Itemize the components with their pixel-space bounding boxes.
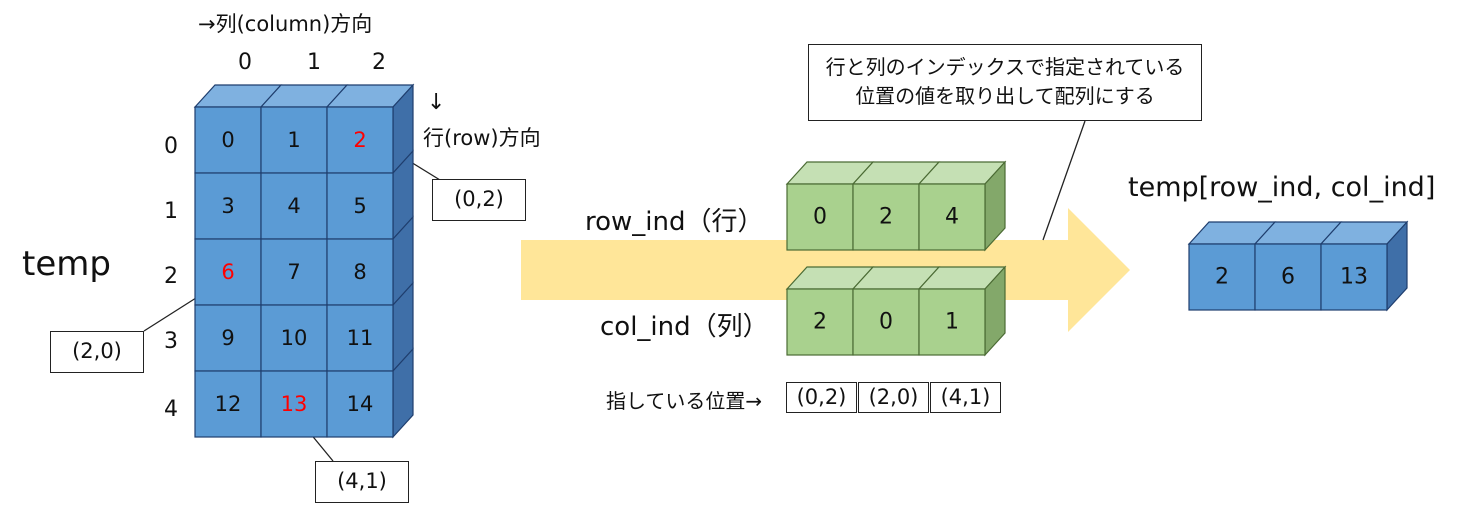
column-index-2: 2 [372,50,386,75]
row-index-2: 2 [164,264,178,289]
temp-row-1-value-1: 4 [287,194,300,218]
temp-row-1-cell-1 [260,172,328,240]
temp-row-4-value-0: 12 [215,392,242,416]
row-ind-value-0: 0 [813,205,827,230]
row-ind-label: row_ind（行） [585,207,764,237]
temp-row-1-value-2: 5 [353,194,366,218]
row-ind-cell-2 [918,183,986,251]
col-ind-label: col_ind（列） [600,312,769,342]
position-2-0: (2,0) [858,382,929,413]
explanation-note: 行と列のインデックスで指定されている 位置の値を取り出して配列にする [808,44,1202,121]
note-line-1: 行と列のインデックスで指定されている [825,55,1185,79]
column-index-0: 0 [238,50,252,75]
temp-row-4-cell-1 [260,370,328,438]
temp-row-1-value-0: 3 [221,194,234,218]
temp-row-0-cell-0 [194,106,262,174]
callout-0-2: (0,2) [432,179,526,221]
row-ind-value-2: 4 [945,205,959,230]
row-ind-cell-0 [786,183,854,251]
temp-row-4-cell-0 [194,370,262,438]
col-ind-cell-2 [918,288,986,356]
temp-row-0-value-1: 1 [287,128,300,152]
row-index-4: 4 [164,397,178,422]
temp-row-1-cell-0 [194,172,262,240]
callout-2-0: (2,0) [50,331,144,373]
row-index-1: 1 [164,199,178,224]
result-value-2: 13 [1340,265,1368,290]
temp-row-2-value-1: 7 [287,260,300,284]
result-value-1: 6 [1281,265,1295,290]
col-ind-value-1: 0 [879,310,893,335]
temp-row-1-cell-2 [326,172,394,240]
temp-row-3-value-1: 10 [281,326,308,350]
temp-row-3-cell-1 [260,304,328,372]
row-index-3: 3 [164,329,178,354]
temp-row-0-value-2: 2 [353,128,366,152]
callout-4-1: (4,1) [315,461,409,503]
col-ind-cell-0 [786,288,854,356]
row-index-0: 0 [164,134,178,159]
result-cell-0 [1188,243,1256,311]
temp-row-2-value-0: 6 [221,260,234,284]
temp-row-4-value-1: 13 [281,392,308,416]
result-label: temp[row_ind, col_ind] [1128,172,1436,203]
col-ind-value-2: 1 [945,310,959,335]
temp-row-3-cell-0 [194,304,262,372]
position-0-2: (0,2) [786,382,857,413]
temp-row-2-cell-1 [260,238,328,306]
row-ind-cell-1 [852,183,920,251]
temp-row-0-value-0: 0 [221,128,234,152]
column-index-1: 1 [307,50,321,75]
row-direction-label: 行(row)方向 [423,126,541,150]
temp-array-label: temp [22,244,111,284]
temp-row-2-cell-2 [326,238,394,306]
result-cell-2 [1320,243,1388,311]
column-direction-label: →列(column)方向 [198,12,373,36]
temp-row-2-value-2: 8 [353,260,366,284]
col-ind-cell-1 [852,288,920,356]
result-value-0: 2 [1215,265,1229,290]
temp-row-3-cell-2 [326,304,394,372]
position-4-1: (4,1) [930,382,1001,413]
temp-row-0-cell-2 [326,106,394,174]
temp-row-4-cell-2 [326,370,394,438]
positions-label: 指している位置→ [606,389,763,413]
col-ind-value-0: 2 [813,310,827,335]
temp-row-3-value-2: 11 [347,326,374,350]
leader-note [1042,120,1086,241]
row-ind-value-1: 2 [879,205,893,230]
row-direction-arrow: ↓ [427,90,446,115]
temp-row-3-value-0: 9 [221,326,234,350]
note-line-2: 位置の値を取り出して配列にする [855,84,1155,108]
temp-row-4-value-2: 14 [347,392,374,416]
